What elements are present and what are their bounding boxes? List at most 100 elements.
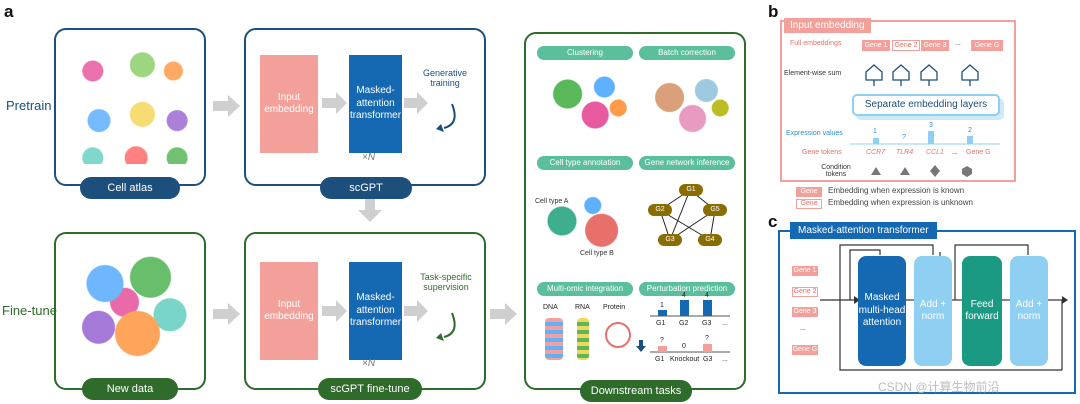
- expression-values-label: Expression values: [786, 130, 843, 137]
- token-ccl1: CCL1: [926, 149, 944, 156]
- omic-dna: DNA: [543, 304, 558, 311]
- downstream-label: Downstream tasks: [580, 380, 692, 402]
- perturb-bottom-v1: ?: [660, 337, 664, 344]
- panel-letter-c: c: [768, 212, 778, 231]
- chip-gene-1: Gene 1: [862, 40, 890, 51]
- gene-node-g1: G1: [679, 184, 703, 196]
- expr-v2: ?: [902, 134, 906, 141]
- arrow-top-inner2: [404, 92, 428, 114]
- arrow-scgpt-down: [358, 197, 382, 222]
- expr-v3: 3: [929, 122, 933, 129]
- input-embedding-block-bottom: Input embedding: [260, 262, 318, 360]
- c-input-gene-2: Gene 2: [792, 287, 818, 297]
- repeat-bottom: ×N: [362, 358, 376, 369]
- arrow-data-to-finetune: [213, 303, 240, 325]
- input-embedding-block-top: Input embedding: [260, 55, 318, 153]
- cell-atlas-label: Cell atlas: [80, 177, 180, 199]
- input-embedding-panel: [780, 20, 1016, 182]
- panel-letter-b: b: [768, 2, 779, 21]
- token-tlr4: TLR4: [896, 149, 914, 156]
- clustering-plot: [540, 66, 632, 136]
- perturb-top-l2: G2: [679, 320, 689, 327]
- token-gene-g: Gene G: [966, 149, 991, 156]
- loop-arrow-bottom: [443, 312, 456, 338]
- perturb-bottom-v3: ?: [705, 335, 709, 342]
- omic-protein: Protein: [603, 304, 626, 311]
- c-input-gene-3: Gene 3: [792, 307, 818, 317]
- perturb-bottom-l1: G1: [655, 356, 665, 363]
- watermark: CSDN @计算生物前沿: [878, 380, 1000, 394]
- task-cell-type-annotation: Cell type annotation: [537, 156, 633, 170]
- scgpt-finetune-label: scGPT fine-tune: [318, 378, 422, 400]
- cell-type-b-label: Cell type B: [580, 250, 614, 257]
- gene-tokens-label: Gene tokens: [802, 149, 842, 156]
- atlas-umaps: [68, 40, 192, 164]
- perturb-bottom-v2: 0: [682, 343, 686, 350]
- task-supervision-note: Task-specific supervision: [420, 272, 472, 292]
- new-data-umap: [66, 246, 196, 371]
- c-input-gene-1: Gene 1: [792, 266, 818, 276]
- panel-b-title: Input embedding: [784, 18, 871, 33]
- perturb-top-v1: 1: [660, 302, 664, 309]
- gene-node-g5: G5: [703, 204, 727, 216]
- legend-unknown-text: Embedding when expression is unknown: [828, 198, 973, 207]
- add-norm-2-block: Add + norm: [1010, 256, 1048, 366]
- task-multiomic: Multi-omic integration: [537, 282, 633, 296]
- masked-mha-block: Masked multi-head attention: [858, 256, 906, 366]
- expr-v4: 2: [968, 127, 972, 134]
- arrow-finetune-to-downstream: [490, 303, 517, 325]
- full-embeddings-label: Full embeddings: [790, 40, 842, 47]
- protein-icon: [605, 322, 631, 348]
- task-perturbation: Perturbation prediction: [639, 282, 735, 296]
- perturb-top-l4: ...: [722, 320, 728, 327]
- task-clustering: Clustering: [537, 46, 633, 60]
- c-input-ellipsis: ...: [800, 325, 806, 332]
- cell-atlas-box: [54, 28, 206, 186]
- cell-type-a-label: Cell type A: [535, 198, 569, 205]
- batch-correction-plot: [642, 66, 734, 136]
- token-ccr7: CCR7: [866, 149, 886, 156]
- perturb-bottom-l4: ...: [722, 356, 728, 363]
- perturb-top-l1: G1: [656, 320, 666, 327]
- add-norm-1-block: Add + norm: [914, 256, 952, 366]
- arrow-bottom-inner2: [404, 300, 428, 322]
- chip-gene-3: Gene 3: [921, 40, 949, 51]
- expr-v1: 1: [873, 128, 877, 135]
- transformer-block-bottom: Masked-attention transformer: [349, 262, 402, 360]
- feed-forward-block: Feed forward: [962, 256, 1002, 366]
- legend-unknown-chip: Gene: [796, 199, 822, 209]
- chip-gene-g: Gene G: [971, 40, 1003, 51]
- chip-gene-2: Gene 2: [892, 40, 920, 51]
- repeat-top: ×N: [362, 152, 376, 163]
- perturb-top-v2: 4: [682, 292, 686, 299]
- perturb-top-v3: 4: [705, 292, 709, 299]
- gene-node-g3: G3: [658, 234, 682, 246]
- panel-c-title: Masked-attention transformer: [790, 222, 937, 239]
- arrow-atlas-to-scgpt: [213, 95, 240, 117]
- gene-node-g4: G4: [698, 234, 722, 246]
- elementwise-label: Element-wise sum: [784, 70, 842, 77]
- condition-tokens-label: Condition tokens: [821, 164, 851, 178]
- cell-type-plot: [540, 190, 628, 252]
- token-ellipsis: ...: [952, 149, 958, 156]
- arrow-top-inner: [322, 92, 347, 114]
- panel-letter-a: a: [4, 2, 14, 21]
- arrow-bottom-inner: [322, 300, 347, 322]
- loop-arrow-top: [443, 103, 456, 129]
- perturb-bottom-l3: G3: [703, 356, 713, 363]
- legend-known-text: Embedding when expression is known: [828, 186, 965, 195]
- new-data-label: New data: [82, 378, 178, 400]
- perturb-top-l3: G3: [702, 320, 712, 327]
- gene-node-g2: G2: [648, 204, 672, 216]
- legend-known-chip: Gene: [796, 187, 822, 197]
- perturb-bottom-l2: Knockout: [670, 356, 700, 363]
- rna-strand-icon: [577, 318, 589, 360]
- omic-rna: RNA: [575, 304, 590, 311]
- new-data-box: [54, 232, 206, 390]
- dna-helix-icon: [545, 318, 563, 360]
- row-label-pretrain: Pretrain: [6, 98, 52, 113]
- separate-embedding-layers: Separate embedding layers: [852, 94, 1000, 116]
- row-label-finetune: Fine-tune: [2, 303, 57, 318]
- chip-ellipsis: ...: [955, 40, 961, 47]
- scgpt-label: scGPT: [320, 177, 412, 199]
